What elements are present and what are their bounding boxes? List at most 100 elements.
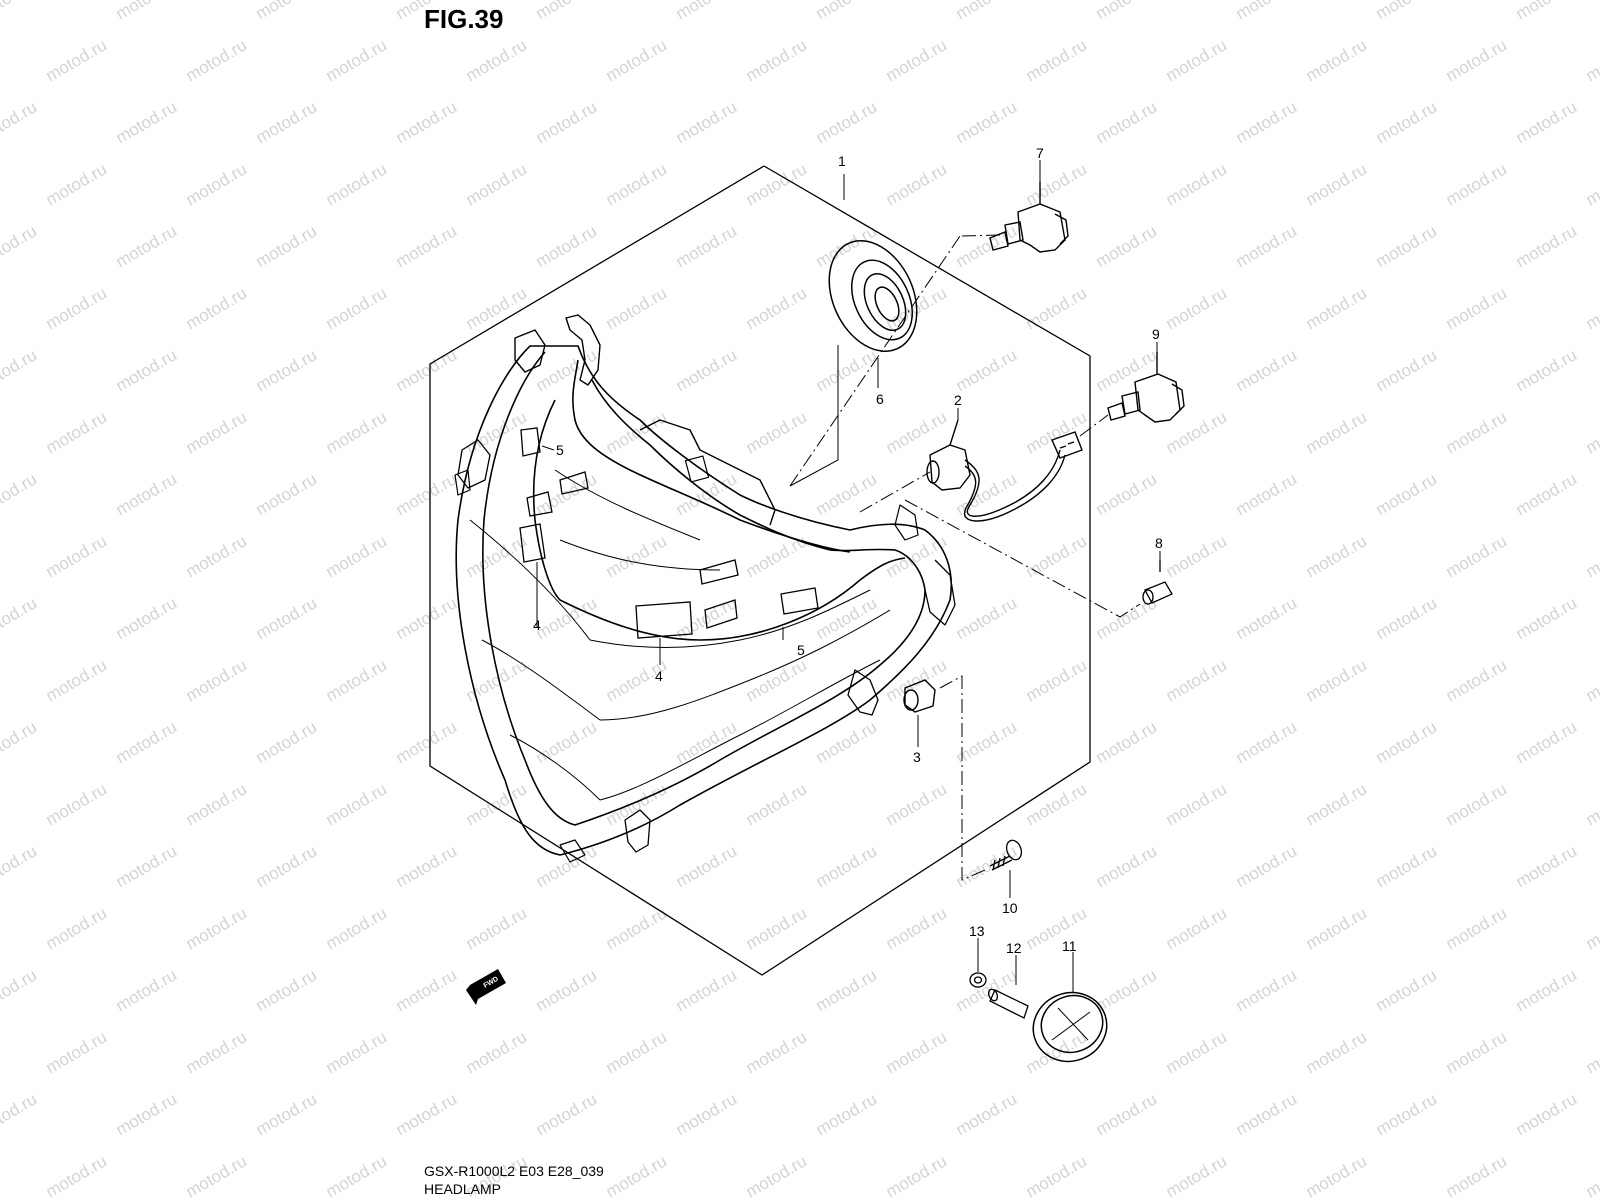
watermark-text: motod.ru: [0, 0, 40, 23]
watermark-text: motod.ru: [323, 283, 391, 333]
watermark-text: motod.ru: [323, 159, 391, 209]
watermark-text: motod.ru: [113, 469, 181, 519]
watermark-text: motod.ru: [393, 345, 461, 395]
watermark-text: motod.ru: [533, 965, 601, 1015]
watermark-text: motod.ru: [113, 345, 181, 395]
watermark-text: motod.ru: [743, 159, 811, 209]
watermark-text: motod.ru: [1373, 469, 1441, 519]
watermark-text: motod.ru: [463, 903, 531, 953]
watermark-text: motod.ru: [43, 35, 111, 85]
watermark-text: motod.ru: [113, 717, 181, 767]
watermark-text: motod.ru: [253, 965, 321, 1015]
watermark-text: motod.ru: [1303, 283, 1371, 333]
watermark-text: motod.ru: [743, 1151, 811, 1200]
bulb-cover-part-6: [828, 240, 918, 352]
callout-4a: 4: [533, 617, 541, 633]
watermark-text: motod.ru: [1513, 469, 1581, 519]
watermark-text: motod.ru: [883, 1027, 951, 1077]
watermark-text: motod.ru: [393, 97, 461, 147]
callout-7: 7: [1036, 145, 1044, 161]
watermark-text: motod.ru: [603, 283, 671, 333]
watermark-text: motod.ru: [0, 717, 40, 767]
position-bulb-part-8: [1142, 560, 1173, 605]
watermark-text: motod.ru: [463, 283, 531, 333]
watermark-text: motod.ru: [533, 97, 601, 147]
watermark-text: motod.ru: [253, 1089, 321, 1139]
watermark-text: motod.ru: [1443, 407, 1511, 457]
watermark-text: motod.ru: [43, 407, 111, 457]
watermark-text: motod.ru: [183, 903, 251, 953]
watermark-text: motod.ru: [1023, 531, 1091, 581]
watermark-text: motod.ru: [1233, 97, 1301, 147]
watermark-text: motod.ru: [883, 531, 951, 581]
bulb-part-9: [1107, 352, 1185, 423]
watermark-text: motod.ru: [183, 159, 251, 209]
leader-lines: [536, 160, 1161, 992]
watermark-text: motod.ru: [253, 717, 321, 767]
watermark-text: motod.ru: [1093, 345, 1161, 395]
watermark-text: motod.ru: [1583, 283, 1600, 333]
plate-4b-shape: [635, 601, 693, 639]
watermark-text: motod.ru: [1443, 531, 1511, 581]
watermark-text: motod.ru: [603, 531, 671, 581]
watermark-text: motod.ru: [1163, 655, 1231, 705]
watermark-text: motod.ru: [743, 531, 811, 581]
pads-and-plates: [519, 427, 819, 639]
watermark-text: motod.ru: [883, 779, 951, 829]
watermark-text: motod.ru: [183, 1027, 251, 1077]
watermark-text: motod.ru: [1373, 593, 1441, 643]
watermark-text: motod.ru: [1233, 841, 1301, 891]
watermark-text: motod.ru: [1373, 1089, 1441, 1139]
watermark-text: motod.ru: [1233, 1089, 1301, 1139]
watermark-text: motod.ru: [673, 717, 741, 767]
watermark-text: motod.ru: [393, 469, 461, 519]
watermark-text: motod.ru: [323, 903, 391, 953]
watermark-text: motod.ru: [1583, 159, 1600, 209]
watermark-text: motod.ru: [1093, 469, 1161, 519]
watermark-text: motod.ru: [323, 779, 391, 829]
watermark-text: motod.ru: [1443, 283, 1511, 333]
callout-13: 13: [969, 923, 985, 939]
watermark-text: motod.ru: [1373, 97, 1441, 147]
watermark-text: motod.ru: [1233, 593, 1301, 643]
watermark-text: motod.ru: [1373, 717, 1441, 767]
watermark-text: motod.ru: [743, 35, 811, 85]
watermark-text: motod.ru: [183, 531, 251, 581]
watermark-text: motod.ru: [1583, 35, 1600, 85]
watermark-text: motod.ru: [1303, 1151, 1371, 1200]
watermark-text: motod.ru: [1093, 0, 1161, 23]
watermark-text: motod.ru: [1303, 35, 1371, 85]
watermark-text: motod.ru: [1163, 1151, 1231, 1200]
watermark-text: motod.ru: [323, 655, 391, 705]
watermark-text: motod.ru: [43, 531, 111, 581]
watermark-text: motod.ru: [953, 965, 1021, 1015]
watermark-text: motod.ru: [1023, 1027, 1091, 1077]
socket-part-2: [926, 419, 1083, 522]
watermark-text: motod.ru: [1303, 779, 1371, 829]
fwd-arrow-icon: FWD: [466, 969, 506, 1005]
watermark-text: motod.ru: [113, 1089, 181, 1139]
watermark-text: motod.ru: [1583, 779, 1600, 829]
washer-part-13: [969, 972, 987, 988]
watermark-text: motod.ru: [1303, 655, 1371, 705]
screw-part-10: [989, 839, 1023, 871]
watermark-text: motod.ru: [323, 407, 391, 457]
watermark-text: motod.ru: [1093, 1089, 1161, 1139]
watermark-text: motod.ru: [813, 469, 881, 519]
watermark-text: motod.ru: [743, 903, 811, 953]
watermark-text: motod.ru: [323, 1027, 391, 1077]
watermark-text: motod.ru: [393, 1089, 461, 1139]
watermark-text: motod.ru: [1443, 1151, 1511, 1200]
watermark-text: motod.ru: [603, 159, 671, 209]
watermark-text: motod.ru: [113, 965, 181, 1015]
watermark-text: motod.ru: [1443, 655, 1511, 705]
watermark-text: motod.ru: [673, 345, 741, 395]
watermark-text: motod.ru: [463, 159, 531, 209]
watermark-text: motod.ru: [323, 35, 391, 85]
watermark-text: motod.ru: [253, 0, 321, 23]
figure-title: FIG.39: [424, 4, 504, 34]
plate-4a-shape: [519, 523, 546, 563]
watermark-text: motod.ru: [1583, 531, 1600, 581]
